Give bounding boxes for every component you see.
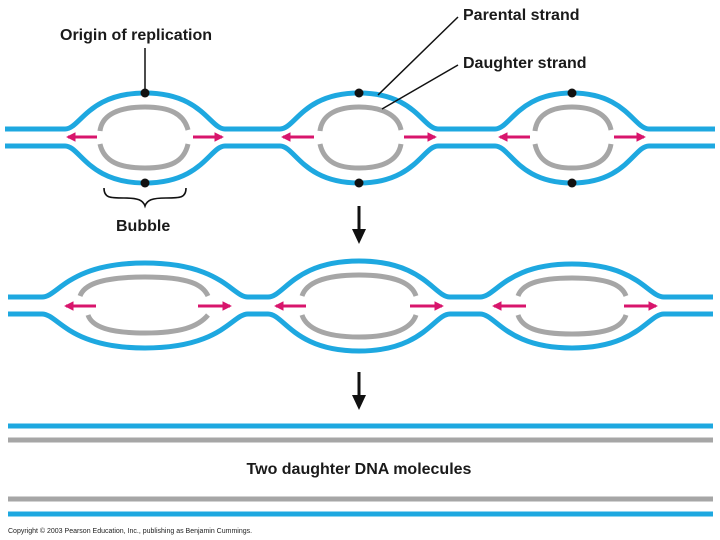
parental-strand-top — [8, 258, 713, 300]
daughter-leader-line — [381, 64, 459, 110]
copyright-text: Copyright © 2003 Pearson Education, Inc.… — [8, 527, 252, 535]
origin-dot-icon — [567, 88, 577, 98]
daughter-strand-bottom — [532, 143, 614, 171]
bubble-3 — [438, 88, 715, 188]
parental-strand-bottom — [438, 143, 715, 186]
parental-leader-line — [377, 16, 459, 96]
origin-dot-icon — [567, 178, 577, 188]
origin-dot-icon — [140, 88, 150, 98]
stage-one-bubbles: Origin of replication Parental strand Da… — [5, 7, 715, 235]
daughter-strand-bottom — [85, 313, 210, 336]
origin-dot-icon — [140, 178, 150, 188]
daughter-strand-top — [97, 104, 191, 132]
origin-label: Origin of replication — [60, 27, 212, 44]
parental-strand-bottom — [8, 311, 713, 354]
parental-strand-top — [438, 90, 715, 132]
stage-two-bubbles — [8, 258, 713, 354]
two-daughter-label: Two daughter DNA molecules — [247, 461, 472, 478]
daughter-strand-top — [532, 104, 614, 132]
daughter-strand-top — [317, 104, 404, 132]
origin-dot-icon — [354, 88, 364, 98]
origin-dot-icon — [354, 178, 364, 188]
down-arrow-icon — [352, 206, 366, 244]
down-arrow-icon — [352, 372, 366, 410]
daughter-strand-top — [515, 275, 629, 298]
daughter-strand-bottom — [97, 143, 191, 171]
daughter-strand-top — [299, 272, 419, 298]
parental-strand-label: Parental strand — [463, 7, 579, 24]
daughter-strand-bottom — [299, 313, 419, 340]
bubble-1 — [5, 88, 226, 188]
stage-three-molecules: Two daughter DNA molecules — [8, 423, 713, 517]
daughter-strand-top — [77, 274, 211, 298]
daughter-strand-bottom — [317, 143, 404, 171]
daughter-strand-label: Daughter strand — [463, 55, 587, 72]
daughter-strand-bottom — [515, 314, 629, 337]
parental-strand-bottom — [225, 143, 439, 186]
bubble-brace — [103, 187, 187, 209]
bubble-label: Bubble — [116, 218, 170, 235]
bubble-2 — [225, 88, 439, 188]
